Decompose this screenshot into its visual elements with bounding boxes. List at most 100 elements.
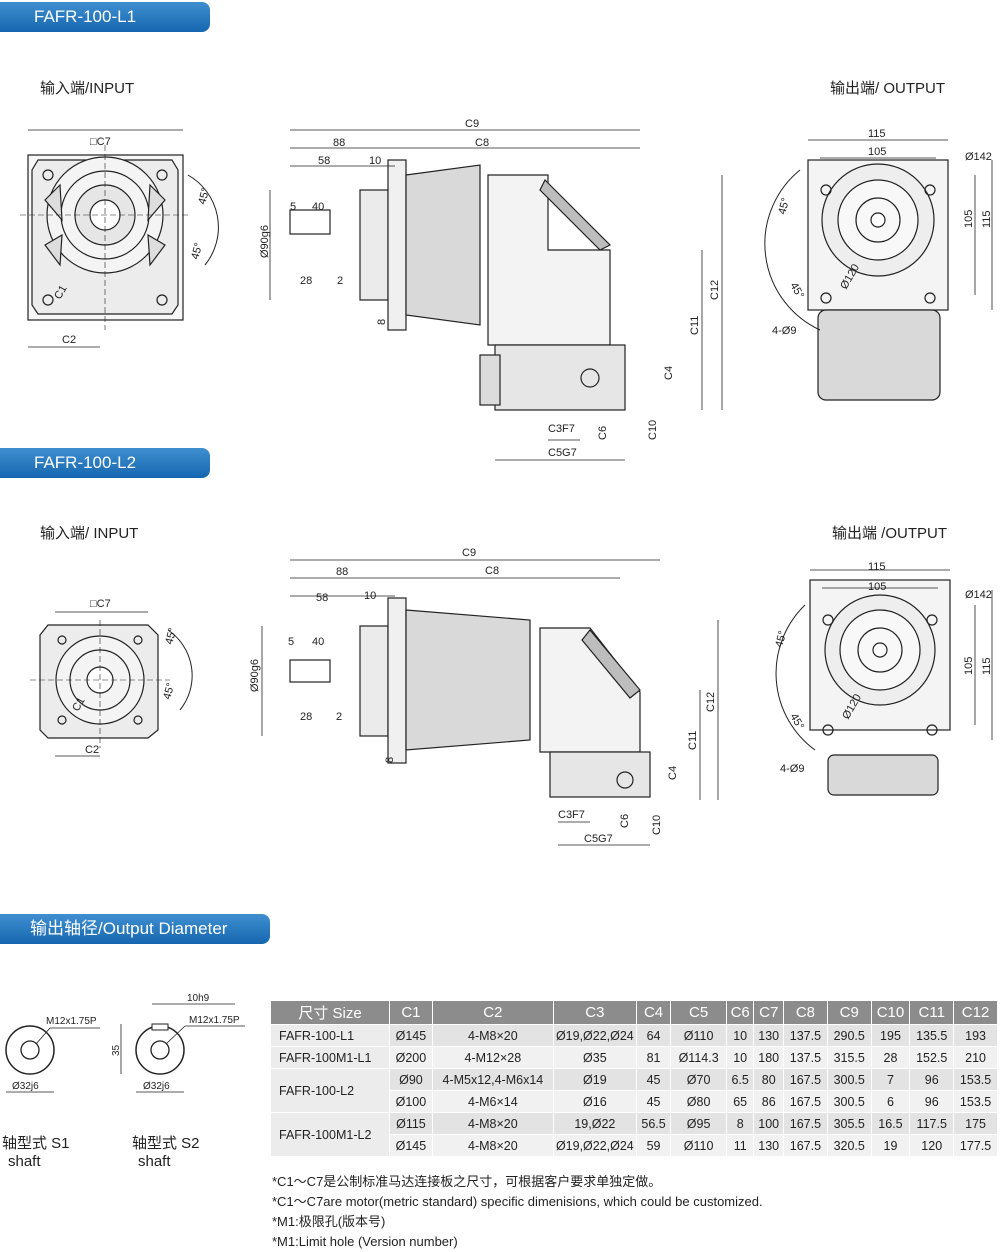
table-cell: 4-M8×20 [431,1134,554,1157]
dim-c2-l1: C2 [62,334,76,346]
table-header: C2 [431,1000,554,1025]
section-title-l1: FAFR-100-L1 [0,2,210,32]
dim-105-side-l2: 105 [963,657,975,675]
input-label-l1: 输入端/INPUT [40,80,135,97]
dim-45b-l1: 45° [189,242,205,261]
table-header: C5 [670,1000,727,1025]
dim-c5g7-l1: C5G7 [548,447,577,459]
note-line: *C1～C7是公制标准马达连接板之尺寸，可根据客户要求单独定做。 [272,1174,662,1189]
table-cell: Ø19 [552,1068,637,1091]
table-cell: 96 [909,1090,955,1113]
dim-c9-l1: C9 [465,118,479,130]
table-cell: Ø200 [389,1046,433,1069]
dim-45b-out-l2: 45° [787,712,806,732]
table-cell: Ø100 [389,1090,433,1113]
shaft-s1-label-cn: 轴型式 S1 [2,1135,70,1152]
output-view-l1 [764,139,993,401]
dim-45b-out-l1: 45° [787,281,806,301]
table-cell: 180 [753,1046,785,1069]
dim-c10-l2: C10 [651,815,663,835]
table-cell: 4-M5x12,4-M6x14 [431,1068,554,1091]
table-cell: 167.5 [783,1068,828,1091]
drawing-l2: □C7 C1 C2 45° 45° C9 88 C8 58 10 5 40 Ø9… [30,547,993,846]
table-row: FAFR-100-L1 Ø145 4-M8×20 Ø19,Ø22,Ø24 64 … [270,1024,998,1047]
dim-105-side-l1: 105 [963,210,975,228]
table-cell: 137.5 [783,1046,828,1069]
table-cell: 290.5 [826,1024,872,1047]
shaft-s1-drawing: M12x1.75P Ø32j6 [5,1016,100,1093]
dim-c6-l1: C6 [597,426,609,440]
input-label-l2: 输入端/ INPUT [40,525,139,542]
table-cell: 210 [953,1046,998,1069]
dim-45a-out-l1: 45° [776,197,792,216]
table-header: C8 [783,1000,828,1025]
table-cell: Ø90 [389,1068,433,1091]
table-row: Ø100 4-M6×14 Ø16 45 Ø80 65 86 167.5 300.… [271,1090,998,1113]
table-cell: Ø19,Ø22,Ø24 [552,1024,637,1047]
table-header: C3 [552,1000,637,1025]
dim-c11-l2: C11 [687,731,699,750]
table-cell: 10 [725,1046,755,1069]
dim-58-l2: 58 [316,592,328,604]
table-cell: 4-M8×20 [431,1024,554,1047]
table-row: FAFR-100M1-L2 Ø115 4-M8×20 19,Ø22 56.5 Ø… [270,1112,998,1157]
dim-8-l2: 8 [384,757,396,763]
dim-2-l2: 2 [336,711,342,723]
table-cell: 81 [635,1046,672,1069]
dim-40-l1: 40 [312,201,324,213]
dim-c7-l2: □C7 [90,598,111,610]
dim-88-l2: 88 [336,566,348,578]
table-cell-model: FAFR-100M1-L1 [270,1046,390,1069]
section-title-l2: FAFR-100-L2 [0,448,210,478]
table-cell: 167.5 [783,1112,828,1135]
table-cell: 86 [753,1090,785,1113]
dim-c11-l1: C11 [689,316,701,335]
table-header: C10 [870,1000,911,1025]
dim-c7-l1: □C7 [90,136,111,148]
dim-4-9-l1: 4-Ø9 [772,325,796,337]
shaft-s2-thread: M12x1.75P [189,1015,240,1026]
table-cell: 7 [870,1068,911,1091]
spec-table: 尺寸 Size C1 C2 C3 C4 C5 C6 C7 C8 C9 C10 C… [270,1000,998,1157]
dim-28-l2: 28 [300,711,312,723]
shaft-s2-drawing: 10h9 M12x1.75P 35 Ø32j6 [111,993,245,1093]
table-cell: 96 [909,1068,955,1091]
table-header: C7 [753,1000,785,1025]
dim-4-9-l2: 4-Ø9 [780,763,804,775]
dim-45a-l1: 45° [196,187,212,206]
table-cell: 6 [870,1090,911,1113]
table-cell: 153.5 [953,1068,998,1091]
table-cell: Ø95 [670,1112,727,1135]
input-view-l1 [20,129,219,348]
dim-5-l1: 5 [290,201,296,213]
table-cell: 10 [725,1024,755,1047]
table-cell: 4-M8×20 [431,1112,554,1135]
dim-c4-l1: C4 [663,366,675,380]
table-cell: 130 [753,1024,785,1047]
dim-c3f7-l1: C3F7 [548,423,575,435]
output-label-l1: 输出端/ OUTPUT [830,80,945,97]
table-cell: 16.5 [870,1112,911,1135]
table-cell: 100 [753,1112,785,1135]
dim-c10-l1: C10 [647,420,659,440]
dim-88-l1: 88 [333,137,345,149]
output-label-l2: 输出端 /OUTPUT [832,525,947,542]
table-cell: Ø114.3 [670,1046,727,1069]
dim-c5g7-l2: C5G7 [584,833,613,845]
table-cell-model: FAFR-100-L1 [270,1024,390,1047]
section-title-output-diameter: 输出轴径/Output Diameter [0,914,270,944]
table-cell: 175 [953,1112,998,1135]
shaft-s2-label-cn: 轴型式 S2 [132,1135,200,1152]
table-cell: 80 [753,1068,785,1091]
shaft-s2-height: 35 [111,1044,122,1056]
dim-28-l1: 28 [300,275,312,287]
dim-115-side-l1: 115 [981,210,993,228]
table-header-row: 尺寸 Size C1 C2 C3 C4 C5 C6 C7 C8 C9 C10 C… [270,1000,998,1025]
dim-c9-l2: C9 [462,547,476,559]
table-header: C1 [389,1000,433,1025]
table-row: FAFR-100M1-L1 Ø200 4-M12×28 Ø35 81 Ø114.… [270,1046,998,1069]
table-cell: 177.5 [953,1134,998,1157]
table-header: 尺寸 Size [270,1000,390,1025]
table-cell: 117.5 [909,1112,955,1135]
dim-shaft-diameter-l2: Ø90g6 [249,659,261,692]
